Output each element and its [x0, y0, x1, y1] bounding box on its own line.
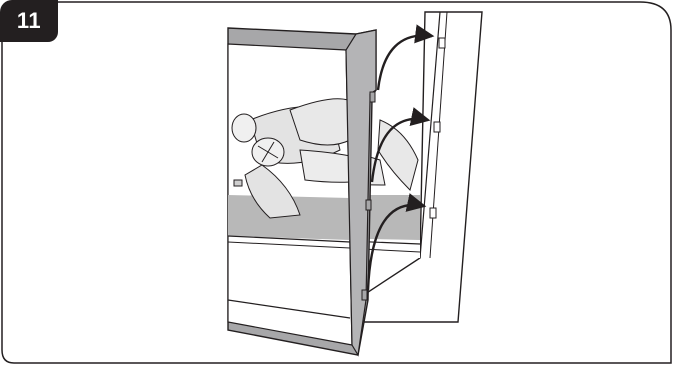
step-number-badge: 11 — [0, 0, 58, 42]
hinge-slot-bottom — [430, 208, 436, 218]
hinge-pin-bottom — [362, 290, 367, 300]
hinge-slot-top — [439, 38, 445, 48]
door-frame — [228, 28, 376, 355]
hinge-pin-top — [370, 92, 375, 102]
hinge-slot-middle — [434, 122, 440, 132]
hinge-pin-middle — [366, 200, 371, 210]
